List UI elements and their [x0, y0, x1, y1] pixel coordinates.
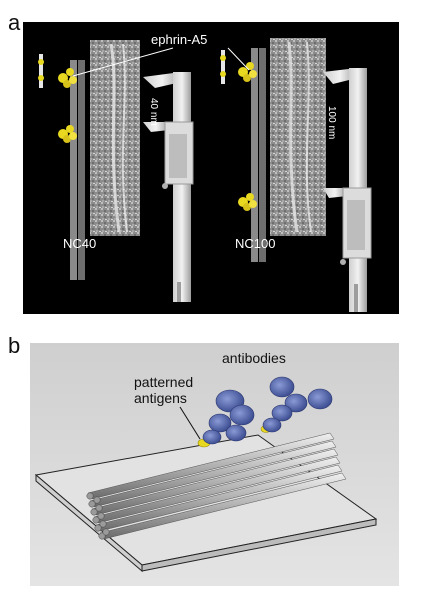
- caliper-left: [143, 72, 194, 302]
- ephrin-label: ephrin-A5: [151, 32, 207, 47]
- antigens-label-line1: patterned: [134, 374, 193, 390]
- nc-label-right: NC100: [235, 236, 275, 251]
- antibody-molecules: [202, 376, 333, 445]
- em-micrograph-right: [270, 38, 326, 236]
- small-origami-model-right: [220, 50, 226, 84]
- origami-rod-bundle: [86, 432, 347, 540]
- small-origami-model-left: [38, 54, 44, 88]
- antigens-leader-line: [179, 406, 201, 440]
- ephrin-cluster-left-top: [58, 68, 77, 88]
- panel-a-micrograph-figure: 40 nm NC40: [23, 22, 399, 314]
- ephrin-cluster-right-top: [238, 62, 257, 82]
- panel-b-letter: b: [8, 333, 21, 358]
- length-label-left: 40 nm: [148, 98, 159, 126]
- caliper-right: [323, 68, 372, 312]
- panel-b-illustration-figure: antibodies patterned antigens: [30, 343, 399, 586]
- ephrin-cluster-right-bottom: [238, 193, 257, 211]
- nc-label-left: NC40: [63, 236, 96, 251]
- em-micrograph-left: [90, 40, 140, 236]
- nanocalliper-rod-left: [70, 60, 85, 280]
- ephrin-leader-line-right: [227, 47, 250, 71]
- panel-a-illustration: 40 nm NC40: [38, 32, 372, 312]
- panel-b-illustration: antibodies patterned antigens: [30, 343, 399, 586]
- ephrin-leader-line-left: [72, 47, 174, 77]
- panel-a-letter: a: [8, 10, 21, 35]
- ephrin-cluster-left-bottom: [58, 125, 77, 143]
- nanocalliper-rod-right: [251, 48, 266, 262]
- length-label-right: 100 nm: [326, 106, 337, 139]
- antigens-label-line2: antigens: [134, 390, 187, 406]
- antibodies-label: antibodies: [222, 350, 286, 366]
